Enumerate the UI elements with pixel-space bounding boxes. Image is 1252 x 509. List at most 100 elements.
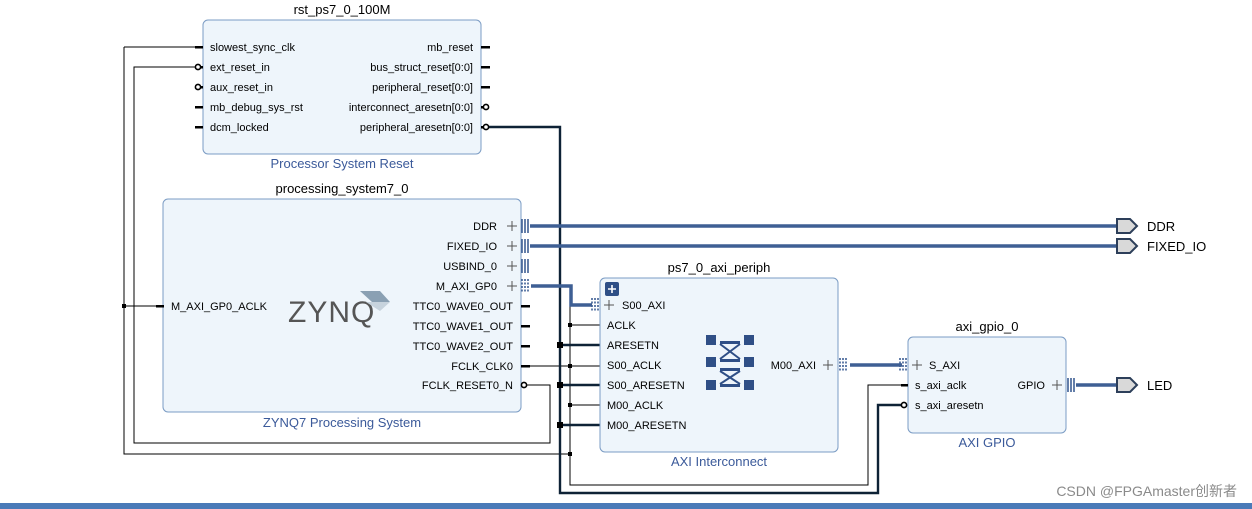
bus-pin-icon[interactable] xyxy=(521,219,529,233)
wire-peripheral-aresetn[interactable] xyxy=(487,125,905,495)
external-port-fixed-io[interactable]: FIXED_IO xyxy=(1116,238,1206,254)
plus-icon[interactable] xyxy=(823,360,833,370)
block-instance-name: processing_system7_0 xyxy=(276,181,409,196)
port-usbind-0: USBIND_0 xyxy=(443,261,497,273)
block-ip-name: AXI Interconnect xyxy=(671,454,767,469)
pin-inverted[interactable] xyxy=(482,123,490,131)
port-mb-debug-sys-rst: mb_debug_sys_rst xyxy=(210,102,303,114)
zynq-logo-swoosh xyxy=(366,302,390,311)
block-processing-system7-0[interactable]: processing_system7_0 ZYNQ7 Processing Sy… xyxy=(156,181,530,430)
port-ttc0-wave0-out: TTC0_WAVE0_OUT xyxy=(413,301,514,313)
port-ttc0-wave1-out: TTC0_WAVE1_OUT xyxy=(413,321,514,333)
port-fclk-clk0: FCLK_CLK0 xyxy=(451,361,513,373)
port-m-axi-gp0-aclk: M_AXI_GP0_ACLK xyxy=(171,301,268,313)
bus-pin-icon[interactable] xyxy=(1067,378,1075,392)
pin-stub[interactable] xyxy=(195,106,203,109)
plus-icon[interactable] xyxy=(1052,380,1062,390)
pin-inverted[interactable] xyxy=(482,103,490,111)
pin-stub[interactable] xyxy=(481,106,484,109)
port-ddr: DDR xyxy=(473,221,497,233)
pin-stub[interactable] xyxy=(156,305,164,308)
port-arrow-icon[interactable] xyxy=(1116,238,1139,254)
bus-pin-icon[interactable] xyxy=(521,239,529,253)
pin-stub[interactable] xyxy=(521,365,530,368)
block-ip-name: Processor System Reset xyxy=(270,156,413,171)
external-port-ddr[interactable]: DDR xyxy=(1116,218,1175,234)
plus-icon[interactable] xyxy=(507,261,517,271)
pin-inverted[interactable] xyxy=(900,401,908,409)
external-port-led[interactable]: LED xyxy=(1116,377,1172,393)
port-ext-reset-in: ext_reset_in xyxy=(210,62,270,74)
junction-dot xyxy=(568,452,572,456)
pin-stub[interactable] xyxy=(200,86,203,89)
port-s-axi-aresetn: s_axi_aresetn xyxy=(915,400,984,412)
plus-icon[interactable] xyxy=(507,281,517,291)
block-body[interactable] xyxy=(599,277,839,453)
port-m00-aresetn: M00_ARESETN xyxy=(607,420,687,432)
port-bus-struct-reset: bus_struct_reset[0:0] xyxy=(370,62,473,74)
port-arrow-icon[interactable] xyxy=(1116,377,1139,393)
pin-stub[interactable] xyxy=(521,305,530,308)
interface-expand-icons xyxy=(507,221,517,291)
block-instance-name: axi_gpio_0 xyxy=(956,319,1019,334)
external-ports: DDR FIXED_IO LED xyxy=(1116,218,1206,393)
junction-dot xyxy=(568,364,572,368)
plus-icon[interactable] xyxy=(507,241,517,251)
pin-stub[interactable] xyxy=(200,66,203,69)
port-fclk-reset0-n: FCLK_RESET0_N xyxy=(422,380,513,392)
port-ttc0-wave2-out: TTC0_WAVE2_OUT xyxy=(413,341,514,353)
bus-pin-icon[interactable] xyxy=(521,259,529,273)
pin-stub[interactable] xyxy=(481,86,490,89)
port-peripheral-reset: peripheral_reset[0:0] xyxy=(372,82,473,94)
net-junctions xyxy=(122,304,572,456)
port-arrow-icon[interactable] xyxy=(1116,218,1139,234)
port-m00-axi: M00_AXI xyxy=(771,360,816,372)
pin-stub[interactable] xyxy=(521,345,530,348)
block-ip-name: AXI GPIO xyxy=(958,435,1015,450)
block-ps7-0-axi-periph[interactable]: ps7_0_axi_periph AXI Interconnect S00_AX… xyxy=(591,260,847,469)
pin-stub[interactable] xyxy=(481,126,484,129)
bus-pin-icon[interactable] xyxy=(591,298,599,312)
watermark: CSDN @FPGAmaster创新者 xyxy=(1056,483,1237,499)
port-slowest-sync-clk: slowest_sync_clk xyxy=(210,42,295,54)
pin-inverted[interactable] xyxy=(194,83,202,91)
zynq-logo-swoosh xyxy=(360,291,390,302)
wire-fclk-reset0-n[interactable] xyxy=(133,66,551,444)
plus-icon[interactable] xyxy=(507,221,517,231)
pin-inverted[interactable] xyxy=(520,381,528,389)
port-s-axi: S_AXI xyxy=(929,360,960,372)
pin-stub[interactable] xyxy=(481,46,490,49)
port-m-axi-gp0: M_AXI_GP0 xyxy=(436,281,497,293)
junction-dot xyxy=(557,342,563,348)
pin-stub[interactable] xyxy=(901,384,908,387)
port-aux-reset-in: aux_reset_in xyxy=(210,82,273,94)
expand-hierarchy-button[interactable] xyxy=(605,282,619,296)
pin-stub[interactable] xyxy=(195,126,203,129)
plus-icon[interactable] xyxy=(912,360,922,370)
port-s00-aclk: S00_ACLK xyxy=(607,360,662,372)
block-axi-gpio-0[interactable]: axi_gpio_0 AXI GPIO S_AXI s_axi_aclk s_a… xyxy=(899,319,1075,450)
bus-pin-icon[interactable] xyxy=(521,279,529,293)
block-instance-name: rst_ps7_0_100M xyxy=(294,2,391,17)
pin-inverted[interactable] xyxy=(194,63,202,71)
bus-pin-icon[interactable] xyxy=(839,358,847,372)
block-rst-ps7-0-100m[interactable]: rst_ps7_0_100M Processor System Reset sl… xyxy=(194,2,490,171)
port-interconnect-aresetn: interconnect_aresetn[0:0] xyxy=(349,102,473,114)
plus-icon[interactable] xyxy=(604,300,614,310)
wire-fclk-clk0[interactable] xyxy=(123,47,905,486)
port-s00-aresetn: S00_ARESETN xyxy=(607,380,685,392)
bus-pin-icon[interactable] xyxy=(899,358,907,372)
junction-dot xyxy=(557,382,563,388)
pin-stub[interactable] xyxy=(521,325,530,328)
port-mb-reset: mb_reset xyxy=(427,42,473,54)
bus-connectors xyxy=(521,219,529,293)
bus-m-axi-gp0[interactable] xyxy=(531,284,592,307)
port-pins xyxy=(194,46,490,131)
pin-stub[interactable] xyxy=(195,46,203,49)
plus-icon xyxy=(608,285,616,293)
pin-stub[interactable] xyxy=(481,66,490,69)
port-peripheral-aresetn: peripheral_aresetn[0:0] xyxy=(360,122,473,134)
port-s00-axi: S00_AXI xyxy=(622,300,665,312)
zynq-logo-text: ZYNQ xyxy=(288,296,375,329)
